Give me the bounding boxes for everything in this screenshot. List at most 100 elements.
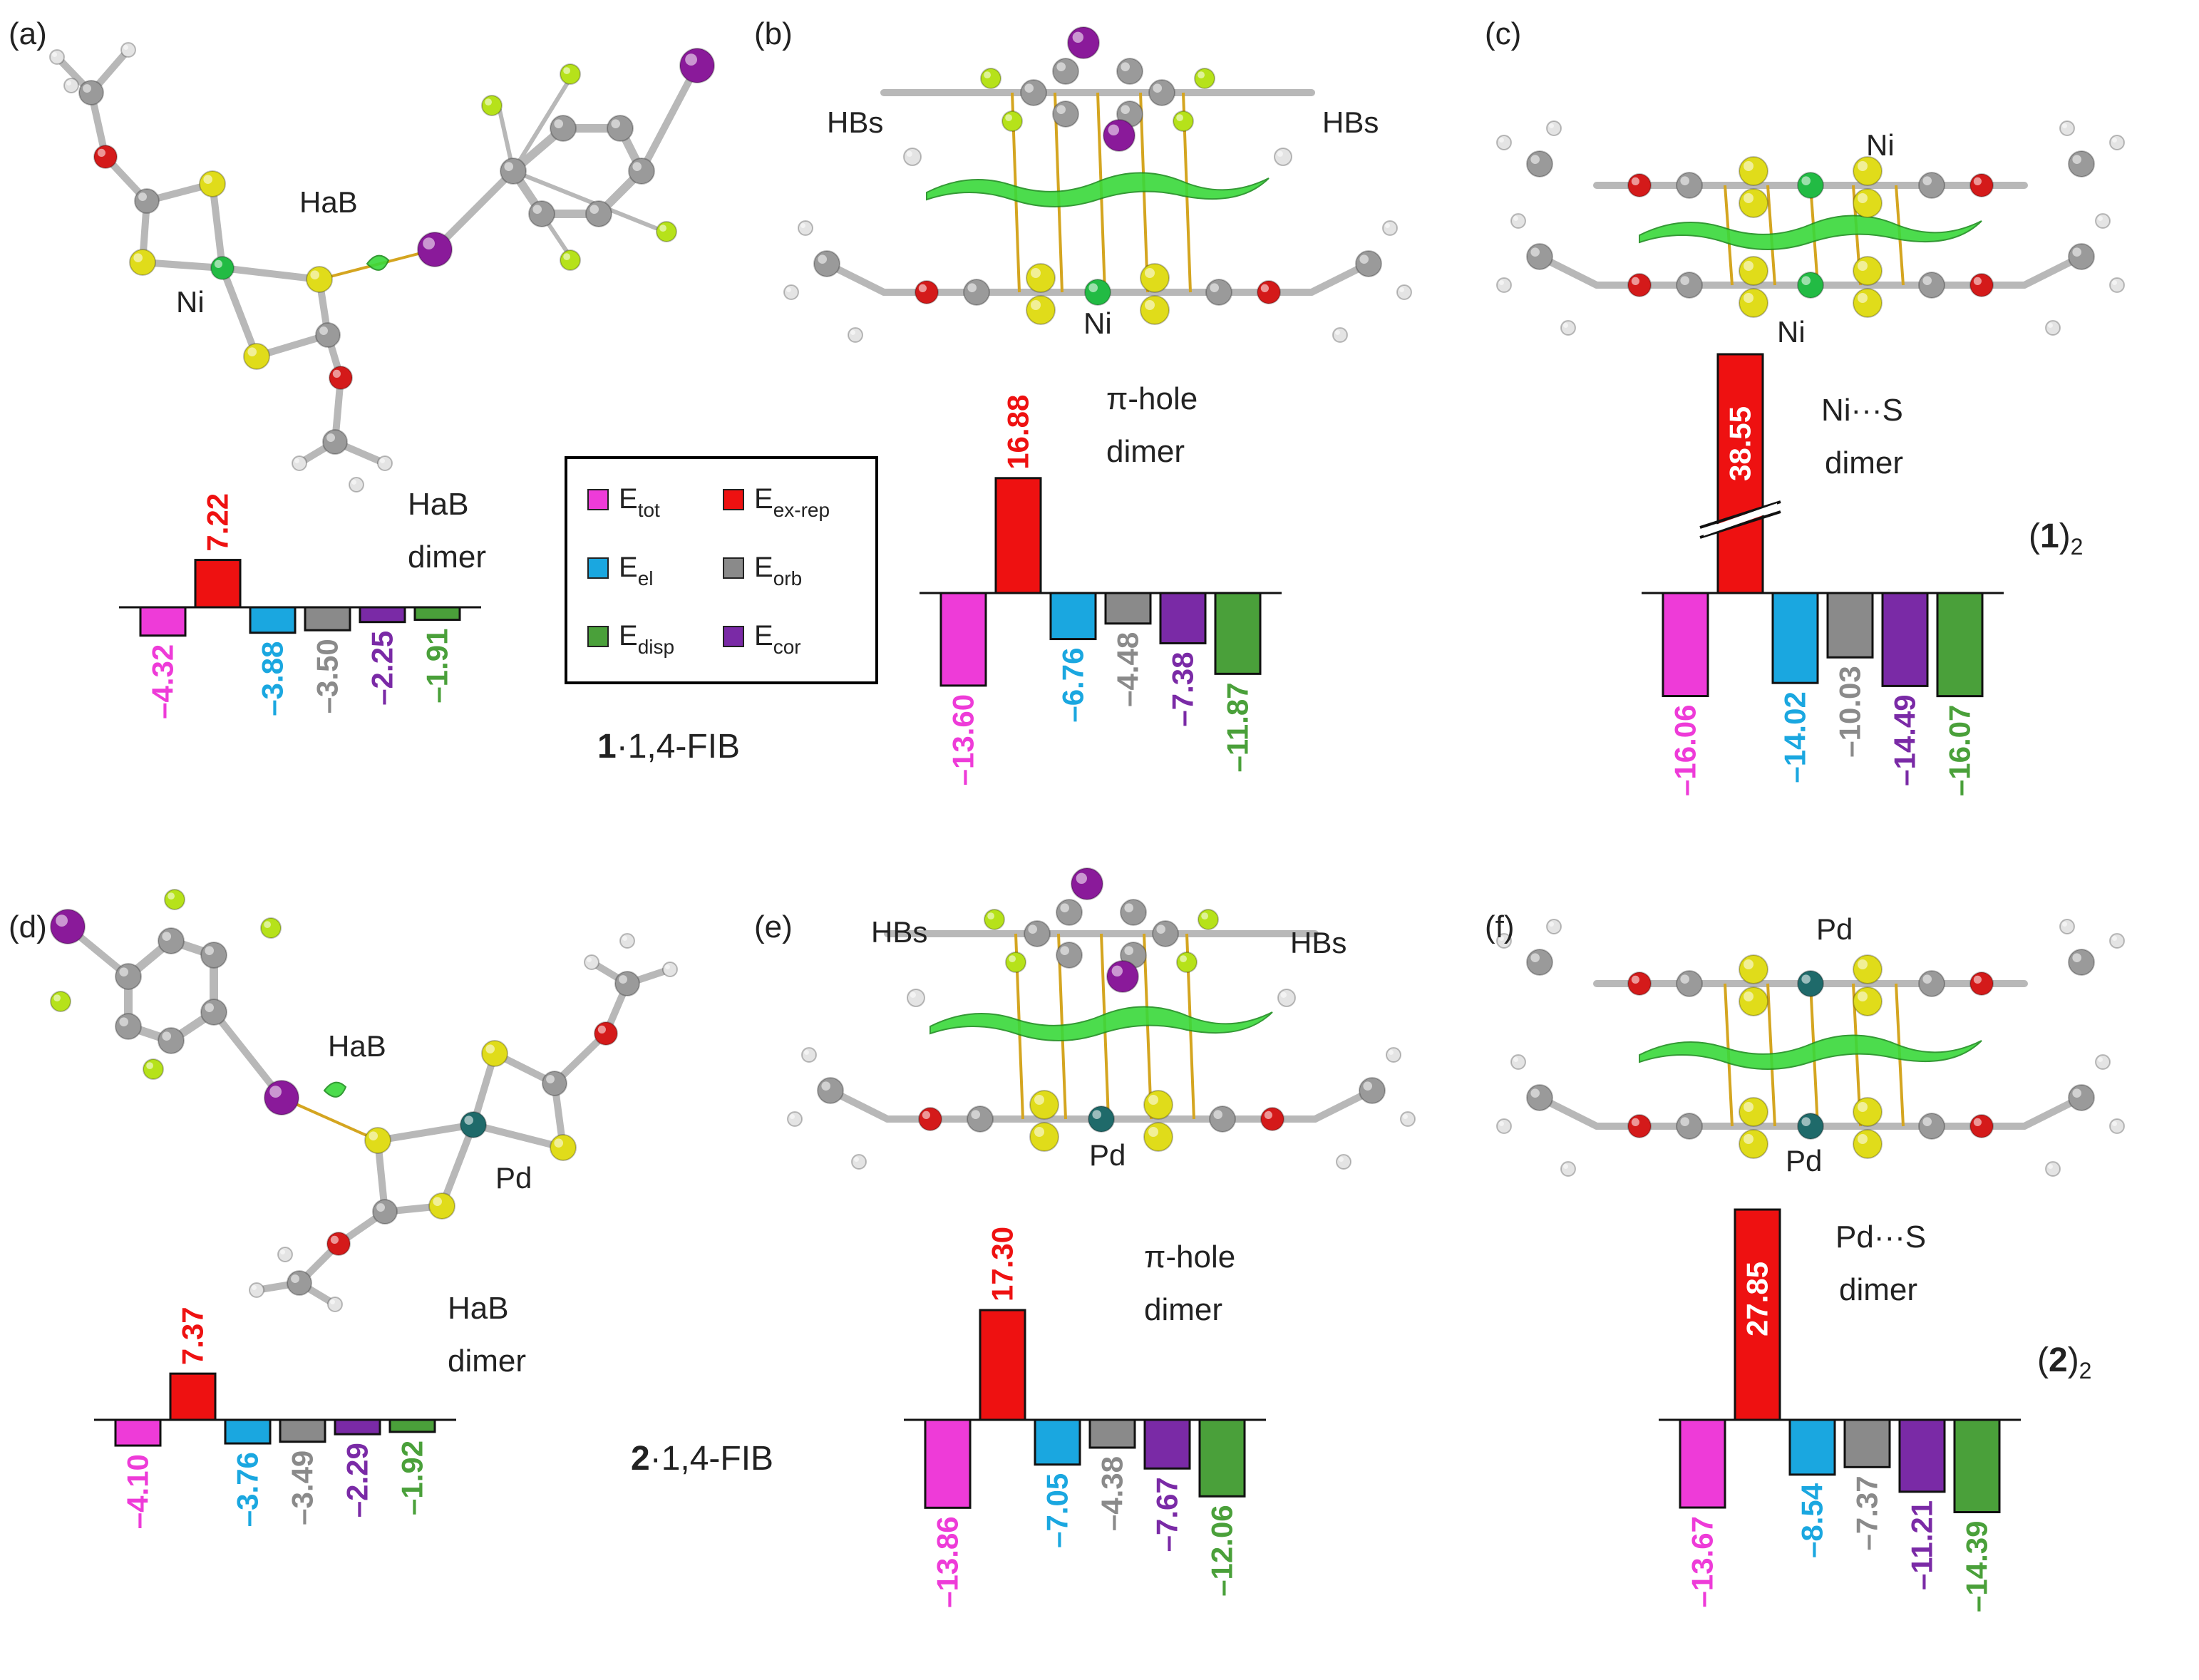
atom-highlight bbox=[818, 254, 827, 264]
legend-item-disp: Edisp bbox=[587, 620, 674, 658]
atom-H bbox=[1560, 320, 1576, 336]
atom-highlight bbox=[1145, 268, 1155, 278]
axis-break-gap bbox=[1704, 503, 1777, 536]
bar-orb bbox=[1843, 1418, 1891, 1468]
atom-highlight bbox=[1213, 1110, 1222, 1119]
atom-S bbox=[1739, 1097, 1768, 1127]
compound-c-bold: 1 bbox=[2040, 517, 2059, 555]
bar-tot bbox=[114, 1418, 162, 1447]
atom-highlight bbox=[2112, 138, 2117, 143]
atom-H bbox=[787, 1111, 803, 1127]
atom-highlight bbox=[146, 1062, 154, 1069]
atom-C bbox=[1676, 1113, 1703, 1140]
atom-highlight bbox=[1056, 105, 1066, 114]
atom-C bbox=[2068, 1084, 2095, 1111]
atom-C bbox=[1918, 272, 1945, 299]
dimer-caption-c-line1: Ni···S bbox=[1821, 393, 1903, 428]
bar-tot bbox=[139, 606, 187, 637]
atom-S bbox=[1853, 986, 1883, 1016]
atom-highlight bbox=[1563, 323, 1568, 328]
atom-highlight bbox=[1148, 1127, 1158, 1137]
atom-C bbox=[1355, 250, 1382, 277]
bar-disp bbox=[1936, 592, 1984, 698]
molecule-b bbox=[783, 26, 1412, 343]
atom-highlight bbox=[1034, 1127, 1044, 1137]
atom-highlight bbox=[918, 284, 927, 292]
bond bbox=[139, 259, 226, 272]
atom-highlight bbox=[351, 480, 356, 485]
bar-tot bbox=[939, 592, 987, 687]
hbs-left-label-e: HBs bbox=[871, 915, 927, 949]
atom-highlight bbox=[1335, 330, 1340, 335]
bar-value-label-disp: –12.06 bbox=[1205, 1505, 1239, 1596]
atom-highlight bbox=[1530, 1088, 1540, 1098]
atom-highlight bbox=[330, 1299, 335, 1304]
dimer-caption-b-line2: dimer bbox=[1106, 434, 1185, 469]
atom-H bbox=[1386, 1047, 1401, 1063]
bar-value-label-tot: –13.60 bbox=[947, 694, 980, 785]
atom-highlight bbox=[2112, 936, 2117, 941]
atom-highlight bbox=[1005, 114, 1012, 122]
atom-highlight bbox=[1744, 261, 1753, 271]
bar-orb bbox=[1088, 1418, 1136, 1449]
bar-value-label-tot: –16.06 bbox=[1669, 705, 1702, 796]
molecular-structures bbox=[49, 26, 2125, 1312]
atom-H bbox=[2059, 919, 2075, 934]
bar-value-label-cor: –14.49 bbox=[1888, 694, 1922, 785]
bar-value-label-ex_rep: 7.37 bbox=[176, 1307, 210, 1365]
atom-C bbox=[1359, 1077, 1386, 1104]
atom-H bbox=[249, 1282, 264, 1298]
atom-highlight bbox=[554, 1138, 563, 1148]
atom-C bbox=[607, 115, 634, 142]
atom-highlight bbox=[1359, 254, 1369, 264]
bar-value-label-tot: –13.86 bbox=[931, 1516, 964, 1607]
atom-C bbox=[1526, 1084, 1553, 1111]
bond bbox=[219, 264, 323, 283]
compound-f-bold: 2 bbox=[2049, 1341, 2068, 1379]
bar-value-label-cor: –7.67 bbox=[1150, 1477, 1184, 1552]
dimer-caption-f-line2: dimer bbox=[1839, 1272, 1917, 1307]
atom-highlight bbox=[168, 892, 175, 900]
bar-value-label-cor: –2.29 bbox=[341, 1443, 374, 1517]
atom-highlight bbox=[563, 67, 570, 74]
atom-C bbox=[528, 200, 555, 227]
atom-highlight bbox=[967, 283, 977, 293]
atom-C bbox=[158, 1027, 185, 1054]
atom-C bbox=[614, 971, 640, 996]
bar-value-label-tot: –4.10 bbox=[121, 1454, 155, 1529]
atom-highlight bbox=[987, 912, 994, 919]
atom-highlight bbox=[1180, 955, 1187, 962]
atom-highlight bbox=[203, 175, 213, 184]
bar-value-label-ex_rep: 17.30 bbox=[986, 1227, 1019, 1302]
atom-O bbox=[1627, 173, 1652, 197]
atom-highlight bbox=[1973, 1118, 1982, 1126]
atom-O bbox=[329, 366, 353, 390]
atom-highlight bbox=[252, 1285, 257, 1290]
panel-label-c: (c) bbox=[1485, 16, 1521, 51]
atom-Pd bbox=[460, 1111, 487, 1138]
atom-I bbox=[1071, 867, 1103, 900]
atom-C bbox=[315, 322, 341, 348]
atom-highlight bbox=[2072, 1088, 2081, 1098]
atom-highlight bbox=[910, 991, 917, 999]
atom-H bbox=[801, 1047, 817, 1063]
atom-highlight bbox=[1499, 280, 1504, 285]
atom-C bbox=[2068, 949, 2095, 976]
atom-highlight bbox=[1744, 1102, 1753, 1112]
atom-highlight bbox=[1858, 293, 1868, 303]
atom-highlight bbox=[1124, 903, 1133, 912]
atom-S bbox=[1853, 256, 1883, 286]
atom-O bbox=[1969, 972, 1994, 996]
atom-highlight bbox=[1922, 1117, 1932, 1126]
atom-highlight bbox=[52, 52, 57, 57]
panel-label-b: (b) bbox=[754, 16, 793, 51]
atom-highlight bbox=[1744, 293, 1753, 303]
bar-el bbox=[1788, 1418, 1836, 1476]
atom-F bbox=[1176, 952, 1198, 973]
atom-C bbox=[542, 1071, 567, 1096]
atom-C bbox=[1052, 58, 1079, 85]
atom-highlight bbox=[369, 1131, 378, 1140]
atom-C bbox=[200, 999, 227, 1026]
atom-C bbox=[1526, 150, 1553, 177]
bar-cor bbox=[1881, 592, 1929, 687]
